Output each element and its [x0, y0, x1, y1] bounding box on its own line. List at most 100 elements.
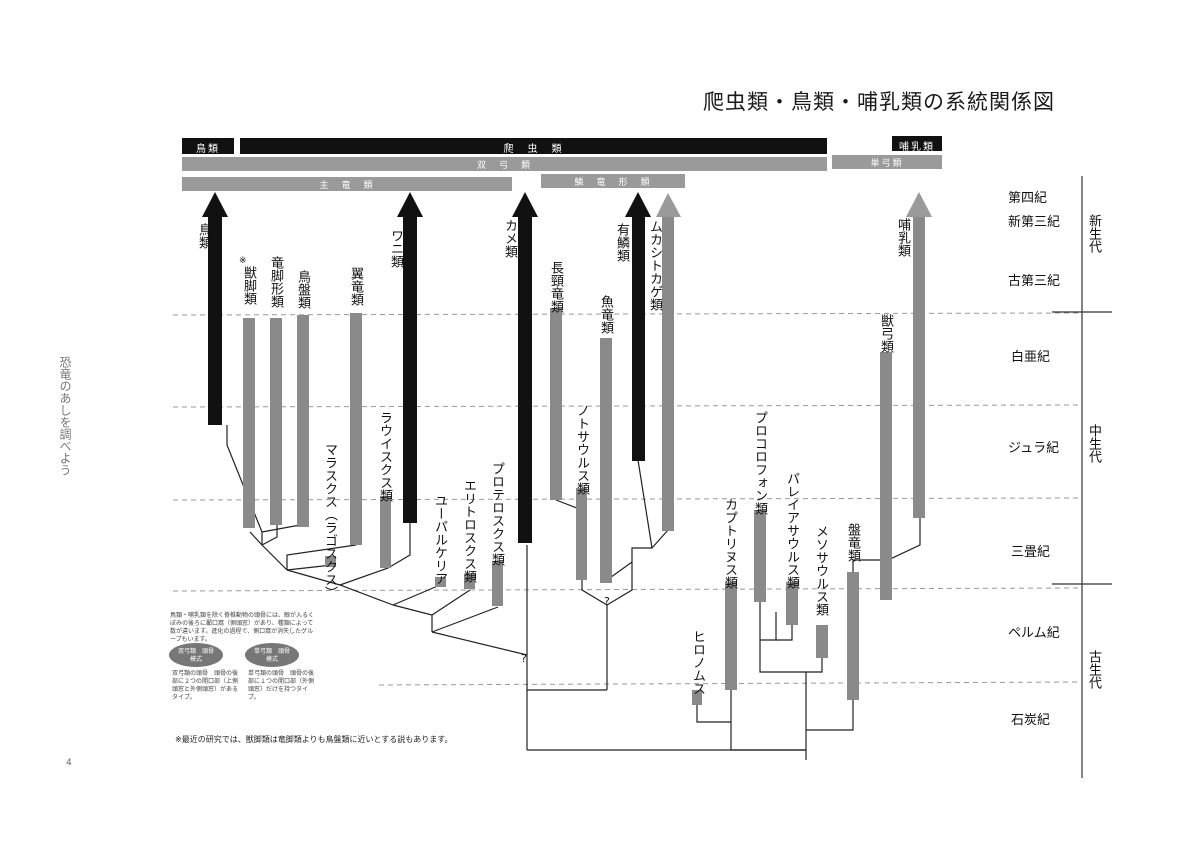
- taxon-birds: 鳥類: [196, 223, 211, 249]
- legend-synapsid-text: 単弓類の頭骨 頭骨の後部に１つの開口部（外側頭窓）だけを持つタイプ。: [248, 670, 315, 701]
- band-label-reptiles: 爬 虫 類: [503, 144, 564, 155]
- band-reptiles: [240, 138, 827, 154]
- lineage-ichthyosaurs: [600, 338, 612, 583]
- taxon-theropods-mark: ※: [239, 256, 247, 266]
- arrow-rhynchocephalians: [656, 193, 681, 217]
- lineage-therapsids: [880, 352, 892, 600]
- taxon-hylonomus: ヒロノムス: [690, 630, 705, 695]
- taxon-rhynchocephalians: ムカシトカゲ類: [647, 220, 662, 311]
- black-lineages: [202, 192, 651, 543]
- legend-intro: 鳥類・哺乳類を除く脊椎動物の頭骨には、眼が入るくぼみの後ろに顳口窩（側頭窓）があ…: [170, 612, 315, 643]
- arrow-turtles: [512, 192, 538, 217]
- taxon-nothosaurs: ノトサウルス類: [574, 404, 589, 495]
- arrow-birds: [202, 192, 228, 217]
- taxon-mesosaurs: メソサウルス類: [813, 525, 828, 616]
- band-label-archosaurs: 主 竜 類: [319, 181, 375, 191]
- gray-lineages: [243, 192, 932, 705]
- band-birds: [182, 138, 234, 154]
- footnote: ※最近の研究では、獣脚類は竜脚類よりも鳥盤類に近いとする説もあります。: [175, 735, 453, 744]
- taxon-turtles: カメ類: [502, 219, 517, 258]
- era-paleozoic: 古生代: [1086, 650, 1101, 689]
- lineage-pareiasaurs: [786, 582, 798, 625]
- page-number: 4: [66, 758, 72, 768]
- lineage-theropods: [243, 318, 255, 528]
- question-mark-1: ?: [604, 595, 610, 608]
- lineage-erythrosuchians: [464, 574, 475, 589]
- lineage-pelycosaurs: [847, 572, 859, 700]
- period-quaternary: 第四紀: [1008, 191, 1048, 206]
- arrow-squamates: [625, 192, 651, 217]
- period-jurassic: ジュラ紀: [1008, 441, 1060, 456]
- taxon-mammals: 哺乳類: [895, 218, 910, 257]
- branch-lines: [226, 425, 921, 760]
- page-title: 爬虫類・鳥類・哺乳類の系統関係図: [703, 90, 1055, 114]
- band-lepidosauromorphs: [541, 174, 685, 188]
- lineage-turtles: [518, 213, 532, 543]
- band-archosaurs: [182, 177, 512, 191]
- band-label-diapsids: 双 弓 類: [476, 161, 532, 171]
- taxon-ichthyosaurs: 魚竜類: [598, 295, 613, 334]
- period-cretaceous: 白亜紀: [1011, 350, 1051, 365]
- lineage-euparkeria: [435, 577, 446, 587]
- taxon-proterosuchians: プロテロスクス類: [489, 462, 504, 566]
- taxon-captorhinids: カプトリヌス類: [722, 498, 737, 589]
- period-boundaries: [172, 312, 1081, 686]
- lineage-nothosaurs: [576, 488, 587, 580]
- lineage-mammals: [913, 213, 925, 518]
- question-mark-2: ?: [521, 652, 527, 665]
- lineage-pterosaurs: [350, 313, 362, 545]
- period-neogene: 新第三紀: [1008, 215, 1061, 230]
- taxon-erythrosuchians: エリトロスクス類: [461, 479, 476, 583]
- band-label-birds: 鳥類: [196, 144, 220, 155]
- taxon-ornithischians: 鳥盤類: [295, 270, 310, 309]
- band-label-synapsids: 単弓類: [870, 159, 904, 169]
- legend-synapsid-badge: 単弓類 頭骨模式: [253, 648, 290, 663]
- arrow-crocodiles: [397, 192, 423, 217]
- legend-diapsid-badge: 双弓類 頭骨模式: [177, 648, 214, 663]
- taxon-squamates: 有鱗類: [614, 223, 629, 262]
- band-mammals: [892, 136, 942, 151]
- arrow-mammals: [906, 192, 932, 217]
- lineage-procolophonids: [754, 510, 766, 602]
- era-mesozoic: 中生代: [1086, 424, 1101, 463]
- lineage-plesiosaurs: [550, 308, 562, 500]
- band-diapsids: [182, 157, 827, 171]
- lineage-mesosaurs: [816, 625, 828, 658]
- lineage-proterosuchians: [492, 561, 503, 606]
- lineage-rhynchocephalians: [662, 213, 674, 531]
- synapsid-badge: [245, 643, 299, 667]
- taxon-pelycosaurs: 盤竜類: [845, 523, 860, 562]
- taxon-procolophonids: プロコロフォン類: [752, 411, 767, 515]
- lineage-birds: [208, 213, 222, 425]
- period-carboniferous: 石炭紀: [1011, 713, 1051, 728]
- taxon-pterosaurs: 翼竜類: [348, 267, 363, 306]
- era-scale: [1052, 176, 1112, 778]
- taxon-marasuchus: マラスクス（ラゴスクス）: [322, 443, 337, 599]
- taxon-plesiosaurs: 長頸竜類: [548, 261, 563, 313]
- band-synapsids: [832, 155, 942, 169]
- legend-diapsid-text: 双弓類の頭骨 頭骨の後部に２つの開口部（上側頭窓と外側頭窓）があるタイプ。: [172, 670, 239, 701]
- lineage-marasuchus: [325, 556, 336, 567]
- lineage-hylonomus: [692, 690, 702, 705]
- period-triassic: 三畳紀: [1011, 545, 1051, 560]
- band-label-lepidosauromorphs: 鱗 竜 形 類: [574, 178, 652, 188]
- diapsid-badge: [169, 643, 223, 667]
- era-cenozoic: 新生代: [1086, 214, 1101, 253]
- period-paleogene: 古第三紀: [1008, 274, 1061, 289]
- side-header: 恐竜のあしを調べよう: [58, 356, 72, 476]
- lineage-rauisuchians: [380, 496, 391, 568]
- taxon-euparkeria: ユーパルケリア: [432, 494, 447, 585]
- lineage-squamates: [632, 213, 645, 461]
- lineage-crocodiles: [403, 213, 417, 523]
- lineage-sauropodomorphs: [270, 318, 282, 525]
- taxon-sauropodomorphs: 竜脚形類: [268, 256, 283, 308]
- taxon-therapsids: 獣弓類: [878, 314, 893, 353]
- band-label-mammals: 哺乳類: [899, 142, 935, 153]
- lineage-captorhinids: [725, 582, 737, 690]
- taxon-rauisuchians: ラウイスクス類: [377, 411, 392, 502]
- period-permian: ペルム紀: [1008, 626, 1060, 641]
- taxon-crocodiles: ワニ類: [388, 229, 403, 268]
- lineage-ornithischians: [297, 315, 309, 527]
